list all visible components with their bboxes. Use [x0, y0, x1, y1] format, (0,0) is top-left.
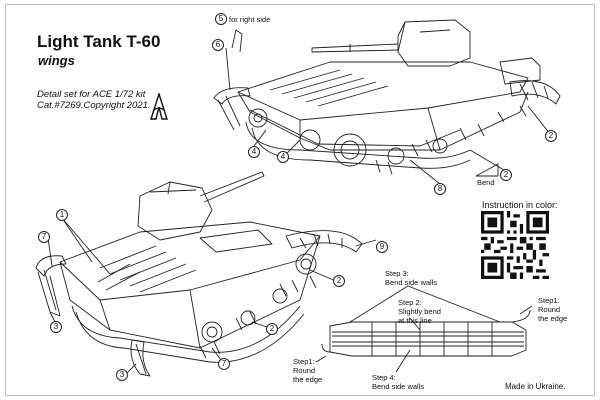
upper-tank — [213, 19, 561, 177]
callout-5-note: for right side — [229, 15, 271, 24]
callout-8: 8 — [434, 183, 446, 195]
instruction-label: Instruction in color: — [482, 200, 558, 210]
callout-7-bottom: 7 — [218, 358, 230, 370]
callout-1: 1 — [56, 209, 68, 221]
callout-4-lower: 4 — [277, 151, 289, 163]
callout-2-mid: 2 — [500, 169, 512, 181]
ace-logo — [150, 93, 168, 120]
step1-left-text2: the edge — [293, 375, 323, 384]
step1-right-label: Step1: Round the edge — [538, 296, 567, 323]
sheet-frame — [5, 4, 595, 396]
step1-right-text1: Round — [538, 305, 561, 314]
kit-detail-line1: Detail set for ACE 1/72 kit — [37, 89, 146, 100]
callout-7-left: 7 — [38, 231, 50, 243]
step1-left-text1: Round — [293, 366, 316, 375]
step1-left-title: Step1: — [293, 357, 315, 366]
callout-9: 9 — [376, 241, 388, 253]
callout-6: 6 — [212, 39, 224, 51]
step2-text1: Slightly bend — [398, 307, 441, 316]
step1-right-title: Step1: — [538, 296, 560, 305]
sheet-title: Light Tank T-60 — [37, 32, 161, 51]
callout-5: 5 — [215, 13, 227, 25]
lower-tank — [35, 171, 363, 377]
step3-text: Bend side walls — [385, 278, 438, 287]
callout-2-lower-right: 2 — [333, 275, 345, 287]
step2-title: Step 2: — [398, 298, 422, 307]
kit-detail: Detail set for ACE 1/72 kit Cat.#7269.Co… — [37, 89, 151, 111]
qr-code — [481, 211, 549, 279]
wing-part-drawing — [315, 285, 533, 373]
sheet-subtitle: wings — [38, 53, 75, 68]
made-in-label: Made in Ukraine. — [505, 382, 566, 391]
callout-3-bottom: 3 — [116, 369, 128, 381]
step2-text2: at this line — [398, 316, 432, 325]
step4-text: Bend side walls — [372, 382, 425, 391]
step2-label: Step 2: Slightly bend at this line — [398, 298, 441, 325]
step4-label: Step 4: Bend side walls — [372, 373, 424, 391]
step1-right-text2: the edge — [538, 314, 568, 323]
callout-2-right: 2 — [545, 130, 557, 142]
callout-4-upper: 4 — [248, 146, 260, 158]
step3-title: Step 3: — [385, 269, 409, 278]
step1-left-label: Step1: Round the edge — [293, 357, 322, 384]
callout-2-lower: 2 — [266, 323, 278, 335]
step3-label: Step 3: Bend side walls — [385, 269, 437, 287]
callout-3-left: 3 — [50, 321, 62, 333]
callout-leaders — [47, 47, 551, 375]
bend-label: Bend — [477, 178, 495, 187]
step4-title: Step 4: — [372, 373, 396, 382]
kit-detail-line2: Cat.#7269.Copyright 2021. — [37, 100, 151, 111]
